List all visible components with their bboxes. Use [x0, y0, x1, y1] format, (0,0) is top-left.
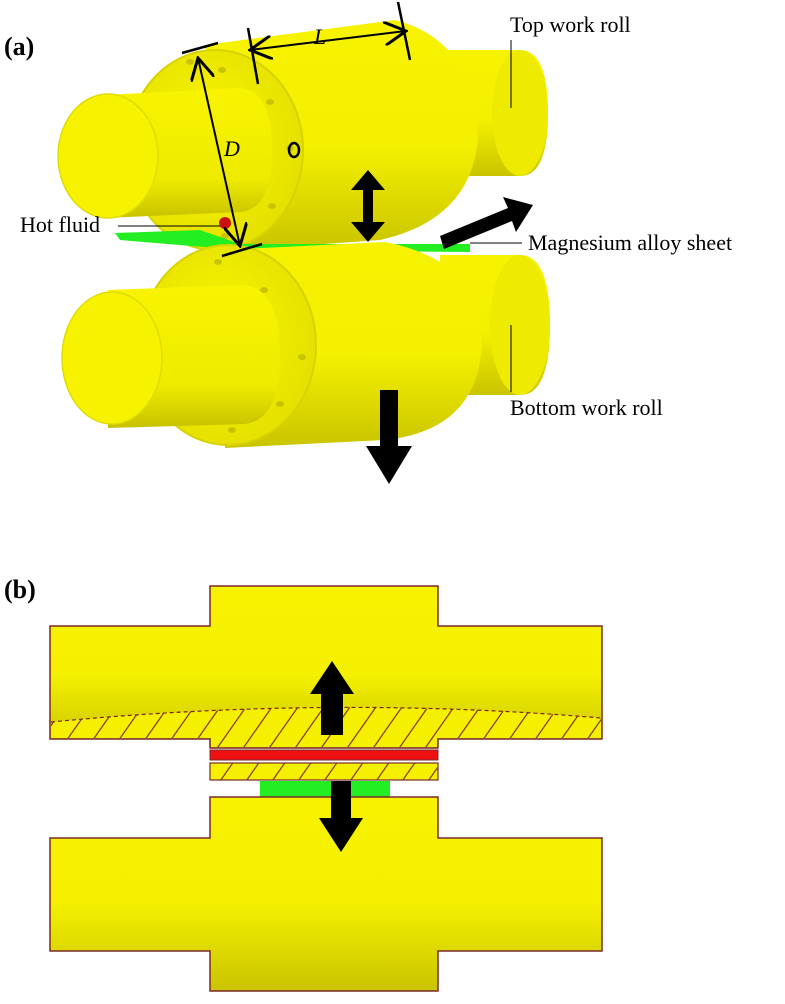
top-roll-left-shaft-end-rim — [57, 93, 159, 219]
arrow-down-icon — [366, 390, 412, 484]
bottom-roll-section — [49, 796, 603, 992]
double-headed-arrow-icon — [351, 170, 385, 242]
hot-fluid-outlet-icon — [287, 141, 301, 159]
arrow-down-icon-b — [319, 781, 363, 852]
hot-fluid-point — [219, 217, 231, 229]
diameter-tick-bottom — [221, 242, 263, 258]
diameter-tick-top — [181, 41, 219, 55]
magnesium-sheet-section — [260, 781, 390, 797]
top-work-roll — [57, 20, 548, 251]
panel-a: (a) — [4, 1, 732, 484]
panel-a-label: (a) — [4, 32, 34, 61]
hot-fluid-label: Hot fluid — [20, 212, 100, 237]
panel-b: (b) — [4, 575, 603, 992]
bottom-roll-left-shaft-end — [62, 292, 162, 424]
diameter-label: D — [223, 136, 240, 161]
bottom-work-roll-label: Bottom work roll — [510, 395, 663, 420]
top-roll-right-shaft-end — [492, 50, 548, 176]
section-lower-strip — [209, 762, 439, 781]
length-tick-left — [246, 27, 260, 85]
length-dimension-line — [250, 31, 406, 50]
bottom-roll-right-shaft-end — [490, 255, 550, 395]
arrow-up-icon — [310, 661, 354, 735]
bottom-roll-outline — [49, 796, 603, 992]
magnesium-sheet-label: Magnesium alloy sheet — [528, 230, 732, 255]
hot-fluid-channel — [209, 749, 439, 761]
top-roll-section — [49, 585, 603, 749]
top-roll-outline — [49, 585, 603, 749]
arrow-up-right-icon — [440, 197, 533, 249]
panel-b-label: (b) — [4, 575, 36, 604]
bottom-work-roll — [61, 242, 550, 448]
bottom-roll-left-shaft-end-rim — [61, 291, 163, 425]
top-work-roll-label: Top work roll — [510, 12, 631, 37]
length-label: L — [313, 24, 326, 49]
top-roll-hatch-boundary — [50, 706, 602, 723]
length-tick-right — [396, 1, 412, 61]
top-roll-left-shaft-end — [58, 94, 158, 218]
diameter-dimension-line — [198, 58, 240, 246]
